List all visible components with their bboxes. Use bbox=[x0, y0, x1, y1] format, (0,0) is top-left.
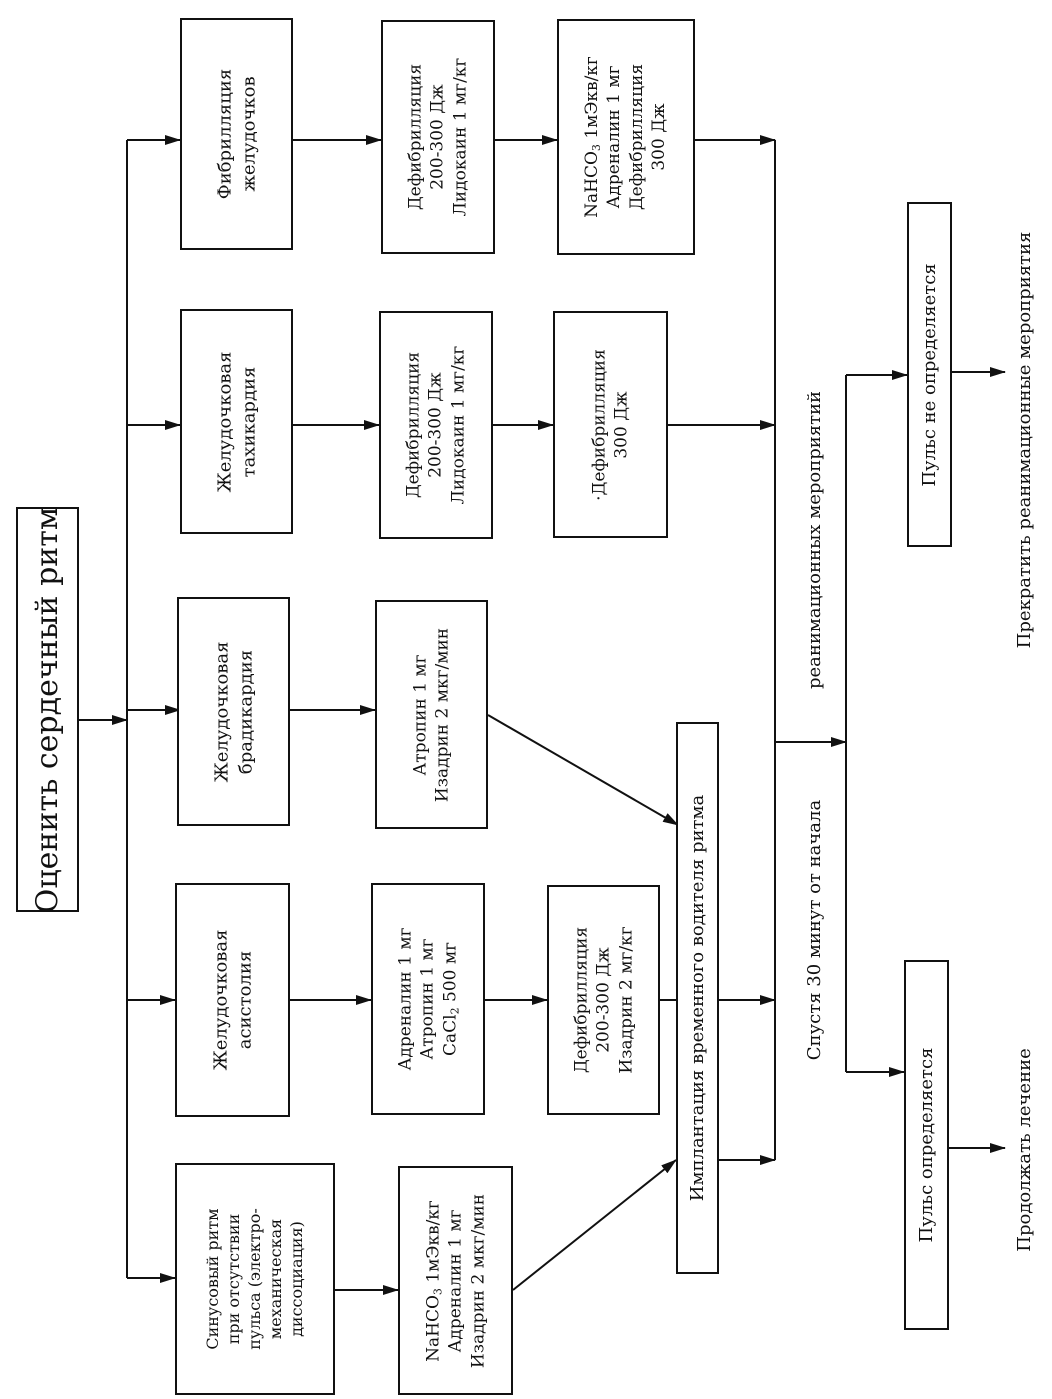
emd-title-line-1: Синусовый ритм bbox=[203, 1208, 223, 1350]
pacemaker-text: Имплантация временного водителя ритма bbox=[686, 794, 708, 1202]
emd-nahco-suffix: 1мЭкв/кг bbox=[422, 1199, 443, 1288]
asys-step2-line-1: Дефибрилляция bbox=[570, 926, 591, 1074]
brady-title-box: Желудочковая брадикардия bbox=[177, 597, 290, 826]
fib-step2-line-2: Адреналин 1 мг bbox=[604, 65, 625, 209]
asys-title-box: Желудочковая асистолия bbox=[175, 883, 290, 1117]
asys-step1-box: Адреналин 1 мг Атропин 1 мг CaCl2 500 мг bbox=[371, 883, 485, 1115]
tach-title-box: Желудочковая тахикардия bbox=[180, 309, 293, 534]
tach-title-line-2: тахикардия bbox=[237, 366, 259, 477]
emd-title-line-4: механическая bbox=[266, 1218, 286, 1340]
asys-step2-box: Дефибрилляция 200-300 Дж Изадрин 2 мг/кг bbox=[547, 885, 660, 1115]
emd-title-line-3: пульса (электро- bbox=[245, 1208, 265, 1350]
time-note-line-1: Спустя 30 минут от начала bbox=[804, 799, 826, 1061]
continue-note: Продолжать лечение bbox=[1008, 1030, 1042, 1270]
emd-nahco-sub: 3 bbox=[430, 1287, 444, 1295]
emd-step1-line-1: NaHCO3 1мЭкв/кг bbox=[422, 1193, 444, 1367]
no-pulse-text: Пульс не определяется bbox=[918, 262, 940, 487]
start-box: Оценить сердечный ритм bbox=[16, 506, 79, 913]
time-note-2: реанимационных мероприятий bbox=[800, 350, 830, 730]
fib-step1-line-3: Лидокаин 1 мг/кг bbox=[450, 57, 471, 217]
fib-step2-line-4: 300 Дж bbox=[649, 103, 670, 171]
emd-step1-line-2: Адреналин 1 мг bbox=[445, 1209, 466, 1352]
fib-title-box: Фибрилляция желудочков bbox=[180, 18, 293, 250]
time-note-line-2: реанимационных мероприятий bbox=[804, 390, 826, 690]
tach-step1-box: Дефибрилляция 200-300 Дж Лидокаин 1 мг/к… bbox=[379, 311, 493, 539]
pulse-text: Пульс определяется bbox=[915, 1047, 937, 1243]
tach-step2-line-1: ·Дефибрилляция bbox=[589, 348, 610, 501]
tach-step2-line-2: 300 Дж bbox=[611, 390, 632, 459]
tach-step1-line-1: Дефибрилляция bbox=[403, 351, 424, 499]
arrow-emd-diag bbox=[512, 1159, 677, 1291]
asys-step1-line-3: CaCl2 500 мг bbox=[439, 928, 461, 1071]
asys-cacl-suffix: 500 мг bbox=[440, 942, 461, 1008]
asys-title-line-2: асистолия bbox=[233, 950, 255, 1050]
asys-step2-line-3: Изадрин 2 мг/кг bbox=[615, 926, 636, 1074]
stop-note: Прекратить реанимационные мероприятия bbox=[1008, 170, 1042, 710]
asys-cacl-sub: 2 bbox=[448, 1007, 462, 1015]
asys-step2-line-2: 200-300 Дж bbox=[593, 947, 614, 1053]
emd-title-box: Синусовый ритм при отсутствии пульса (эл… bbox=[175, 1163, 335, 1395]
no-pulse-box: Пульс не определяется bbox=[907, 202, 952, 547]
emd-step1-box: NaHCO3 1мЭкв/кг Адреналин 1 мг Изадрин 2… bbox=[398, 1166, 513, 1395]
fib-step2-line-3: Дефибрилляция bbox=[627, 63, 647, 211]
brady-title-line-1: Желудочковая bbox=[210, 640, 232, 783]
brady-step1-line-1: Атропин 1 мг bbox=[410, 653, 431, 776]
emd-nahco-prefix: NaHCO bbox=[422, 1294, 443, 1362]
fib-step1-box: Дефибрилляция 200-300 Дж Лидокаин 1 мг/к… bbox=[381, 20, 495, 254]
emd-title-line-2: при отсутствии bbox=[224, 1213, 244, 1345]
arrow-brady-diag bbox=[487, 714, 679, 826]
fib-step1-line-2: 200-300 Дж bbox=[427, 84, 448, 190]
fib-step2-line-1: NaHCO3 1мЭкв/кг bbox=[581, 56, 603, 218]
fib-step1-line-1: Дефибрилляция bbox=[405, 63, 426, 211]
emd-step1-line-3: Изадрин 2 мкг/мин bbox=[467, 1193, 488, 1368]
pulse-box: Пульс определяется bbox=[904, 960, 949, 1330]
asys-step1-line-2: Атропин 1 мг bbox=[417, 938, 438, 1060]
asys-step1-line-1: Адреналин 1 мг bbox=[395, 927, 416, 1071]
asys-cacl-prefix: CaCl bbox=[440, 1014, 461, 1056]
tach-step1-line-2: 200-300 Дж bbox=[425, 372, 446, 478]
fib-nahco-sub: 3 bbox=[590, 144, 604, 152]
start-text: Оценить сердечный ритм bbox=[29, 506, 65, 913]
fib-title-line-1: Фибрилляция bbox=[213, 68, 235, 200]
brady-step1-line-2: Изадрин 2 мкг/мин bbox=[432, 627, 453, 802]
emd-title-line-5: диссоциация) bbox=[287, 1221, 307, 1337]
brady-step1-box: Атропин 1 мг Изадрин 2 мкг/мин bbox=[375, 600, 488, 829]
continue-text: Продолжать лечение bbox=[1014, 1048, 1036, 1252]
tach-step2-box: ·Дефибрилляция 300 Дж bbox=[553, 311, 668, 538]
fib-title-line-2: желудочков bbox=[237, 76, 259, 192]
fib-nahco-suffix: 1мЭкв/кг bbox=[582, 56, 603, 145]
tach-title-line-1: Желудочковая bbox=[213, 350, 235, 493]
asys-title-line-1: Желудочковая bbox=[209, 929, 231, 1071]
pacemaker-box: Имплантация временного водителя ритма bbox=[676, 722, 719, 1274]
fib-nahco-prefix: NaHCO bbox=[582, 151, 603, 218]
stop-text: Прекратить реанимационные мероприятия bbox=[1014, 231, 1036, 649]
brady-title-line-2: брадикардия bbox=[234, 649, 256, 774]
time-note-1: Спустя 30 минут от начала bbox=[800, 770, 830, 1090]
fib-step2-box: NaHCO3 1мЭкв/кг Адреналин 1 мг Дефибрилл… bbox=[557, 19, 695, 255]
tach-step1-line-3: Лидокаин 1 мг/кг bbox=[448, 345, 469, 505]
